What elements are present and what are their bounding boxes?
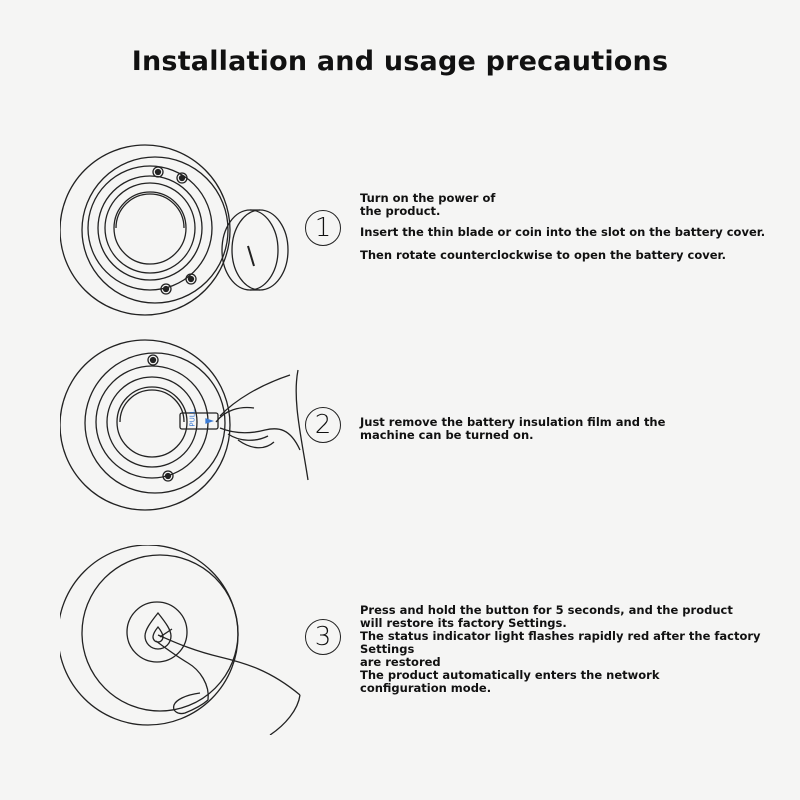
step-1-line: the product. xyxy=(360,204,441,218)
step-3-line: are restored xyxy=(360,655,441,669)
step-3-line: will restore its factory Settings. xyxy=(360,616,567,630)
step-1-line: Turn on the power of xyxy=(360,191,496,205)
step-3-line: The product automatically enters the net… xyxy=(360,668,660,682)
step-2-text: Just remove the battery insulation film … xyxy=(360,416,665,442)
step-3-line: configuration mode. xyxy=(360,681,492,695)
page-title: Installation and usage precautions xyxy=(131,46,669,77)
step-2-line: machine can be turned on. xyxy=(360,428,534,442)
reset-button-press-illustration xyxy=(57,544,310,736)
device-back-with-battery-cover-illustration xyxy=(59,140,310,330)
step-3-line: Press and hold the button for 5 seconds,… xyxy=(360,603,733,617)
step-2-line: Just remove the battery insulation film … xyxy=(360,415,666,429)
step-1-line: Insert the thin blade or coin into the s… xyxy=(360,225,766,239)
remove-insulation-film-illustration: PULL xyxy=(59,330,310,520)
step-1-text: Turn on the power of the product. Insert… xyxy=(360,192,765,262)
pull-tab-label: PULL xyxy=(188,409,197,427)
step-1-line: Then rotate counterclockwise to open the… xyxy=(360,248,726,262)
step-number-3: 3 xyxy=(305,619,341,655)
step-3-text: Press and hold the button for 5 seconds,… xyxy=(360,604,800,695)
step-number-1: 1 xyxy=(305,210,341,246)
step-number-2: 2 xyxy=(305,407,341,443)
step-3-line: The status indicator light flashes rapid… xyxy=(360,629,761,656)
